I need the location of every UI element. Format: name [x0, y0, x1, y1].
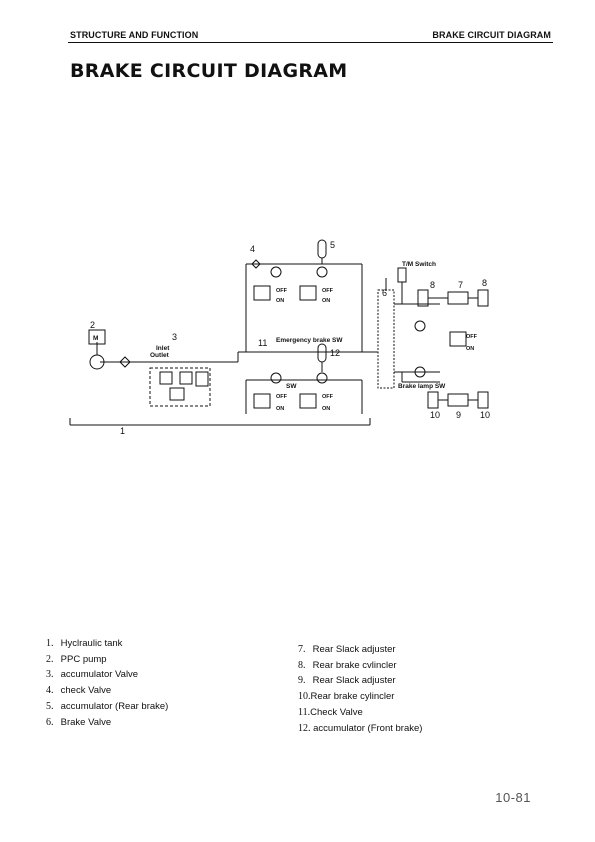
callout-7: 7 [458, 280, 463, 290]
callout-6: 6 [382, 288, 387, 298]
rear-gauge-icon [414, 320, 426, 332]
pressure-switch-icon [316, 266, 328, 278]
label-tm-switch: T/M Switch [402, 261, 436, 268]
label-sw: SW [286, 383, 297, 390]
legend-right-column: 7. Rear Slack adjuster 8. Rear brake cvl… [298, 642, 422, 736]
label-on: ON [466, 346, 474, 352]
pressure-switch-icon [316, 372, 328, 384]
legend-item: 8. Rear brake cvlincler [298, 659, 397, 671]
brake-valve-6 [377, 289, 395, 389]
legend-item: 4. check Valve [46, 685, 112, 697]
callout-5: 5 [330, 240, 335, 250]
header-rule [68, 42, 553, 43]
label-off: OFF [322, 288, 334, 294]
label-emergency-brake-sw: Emergency brake SW [276, 337, 343, 344]
callout-1: 1 [120, 426, 125, 436]
label-on: ON [322, 298, 330, 304]
legend-item: 6. Brake Valve [46, 716, 112, 728]
label-off: OFF [466, 334, 478, 340]
label-inlet: Inlet [156, 345, 170, 352]
callout-10b: 10 [480, 410, 490, 420]
callout-3: 3 [172, 332, 177, 342]
legend-item: 9. Rear Slack adjuster [298, 675, 396, 687]
label-off: OFF [322, 394, 334, 400]
callout-11: 11 [258, 338, 267, 348]
legend-left-column: 1. Hyclraulic tank 2. PPC pump 3. accumu… [46, 636, 168, 730]
legend-item: 11.Check Valve [298, 706, 363, 718]
label-brake-lamp-sw: Brake lamp SW [398, 383, 446, 390]
legend-item: 2. PPC pump [46, 653, 107, 665]
check-valve-4-icon [251, 259, 261, 269]
filter-icon [119, 356, 131, 368]
motor-box [88, 329, 106, 345]
label-on: ON [276, 298, 284, 304]
label-on: ON [276, 406, 284, 412]
accumulator-5-icon [317, 239, 327, 259]
page-number: 10-81 [495, 790, 531, 805]
accumulator-valve-body [149, 367, 211, 407]
legend-item: 1. Hyclraulic tank [46, 638, 123, 649]
label-off: OFF [276, 288, 288, 294]
label-outlet: Outlet [150, 352, 170, 359]
header-topic: BRAKE CIRCUIT DIAGRAM [432, 30, 551, 40]
label-on: ON [322, 406, 330, 412]
header-section: STRUCTURE AND FUNCTION [70, 30, 199, 40]
label-motor: M [93, 335, 98, 342]
legend-item: 12. accumulator (Front brake) [298, 722, 423, 734]
callout-4: 4 [250, 244, 255, 254]
front-gauge-icon [414, 366, 426, 378]
pressure-switch-icon [270, 266, 282, 278]
callout-12: 12 [330, 348, 340, 358]
page-title: BRAKE CIRCUIT DIAGRAM [70, 60, 348, 82]
label-off: OFF [276, 394, 288, 400]
legend-item: 7. Rear Slack adjuster [298, 644, 396, 655]
legend-item: 10.Rear brake cylincler [298, 691, 395, 703]
accumulator-12-icon [317, 343, 327, 363]
callout-8a: 8 [430, 280, 435, 290]
callout-2: 2 [90, 320, 95, 330]
legend-item: 3. accumulator Valve [46, 669, 139, 681]
callout-9: 9 [456, 410, 461, 420]
callout-10a: 10 [430, 410, 440, 420]
callout-8b: 8 [482, 278, 487, 288]
pressure-switch-icon [270, 372, 282, 384]
legend-item: 5. accumulator (Rear brake) [46, 700, 169, 712]
